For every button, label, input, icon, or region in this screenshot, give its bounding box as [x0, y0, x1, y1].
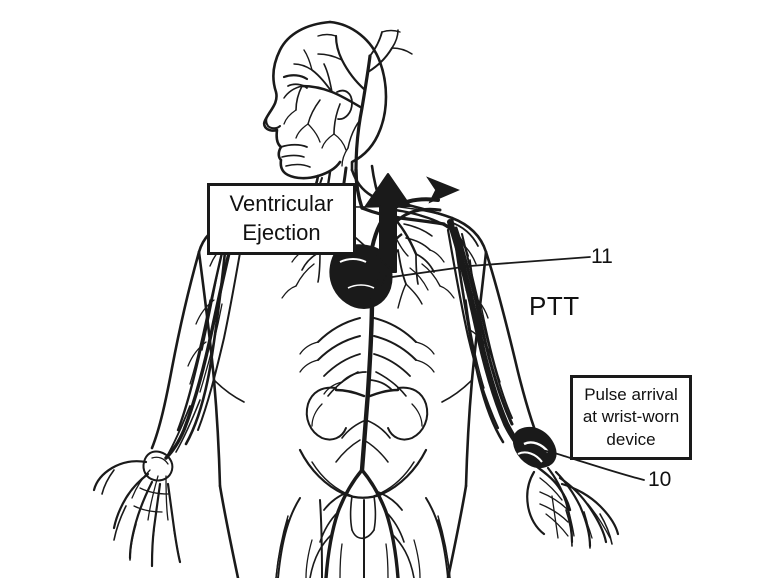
- reference-numeral-11: 11: [591, 245, 613, 268]
- right-hand: [526, 464, 620, 549]
- wrist-worn-device: [512, 427, 557, 468]
- left-hand: [92, 399, 201, 568]
- leader-line-11: [377, 256, 591, 280]
- callout-pulse-arrival: Pulse arrival at wrist-worn device: [570, 375, 692, 460]
- leg-vessels: [275, 515, 451, 578]
- leader-lines: [355, 237, 645, 481]
- left-arm-arteries: [164, 221, 245, 460]
- aortic-arrowhead: [426, 176, 460, 204]
- leader-line-ventricular: [355, 237, 393, 271]
- callout-ventricular-ejection: Ventricular Ejection: [207, 183, 356, 255]
- cranial-vessels: [283, 29, 413, 172]
- reference-numeral-10: 10: [648, 468, 672, 491]
- leader-line-10: [537, 449, 645, 481]
- ventricular-ejection-arrow: [365, 173, 411, 273]
- callout-pulse-line3: device: [606, 429, 656, 449]
- callout-pulse-line1: Pulse arrival: [584, 385, 678, 405]
- right-arm-arteries: [446, 219, 533, 459]
- callout-ventricular-line2: Ejection: [242, 220, 321, 245]
- callout-ventricular-line1: Ventricular: [229, 191, 334, 217]
- ptt-label: PTT: [529, 291, 580, 321]
- callout-pulse-line2: at wrist-worn: [582, 407, 680, 427]
